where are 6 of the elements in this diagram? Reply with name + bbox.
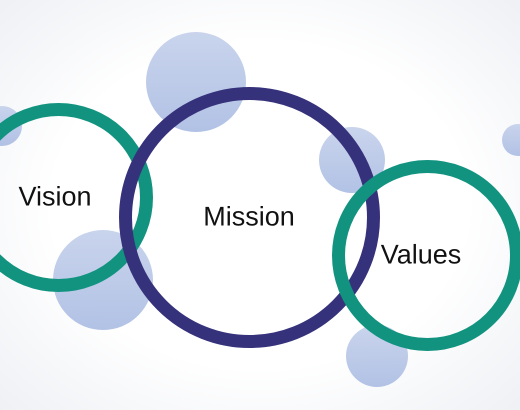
node-label: Vision xyxy=(18,182,92,212)
ring-shape xyxy=(0,102,152,292)
ring-shape xyxy=(118,86,380,348)
ring-shape xyxy=(332,160,520,350)
node-label: Values xyxy=(380,240,462,270)
node-label: Mission xyxy=(203,202,295,232)
